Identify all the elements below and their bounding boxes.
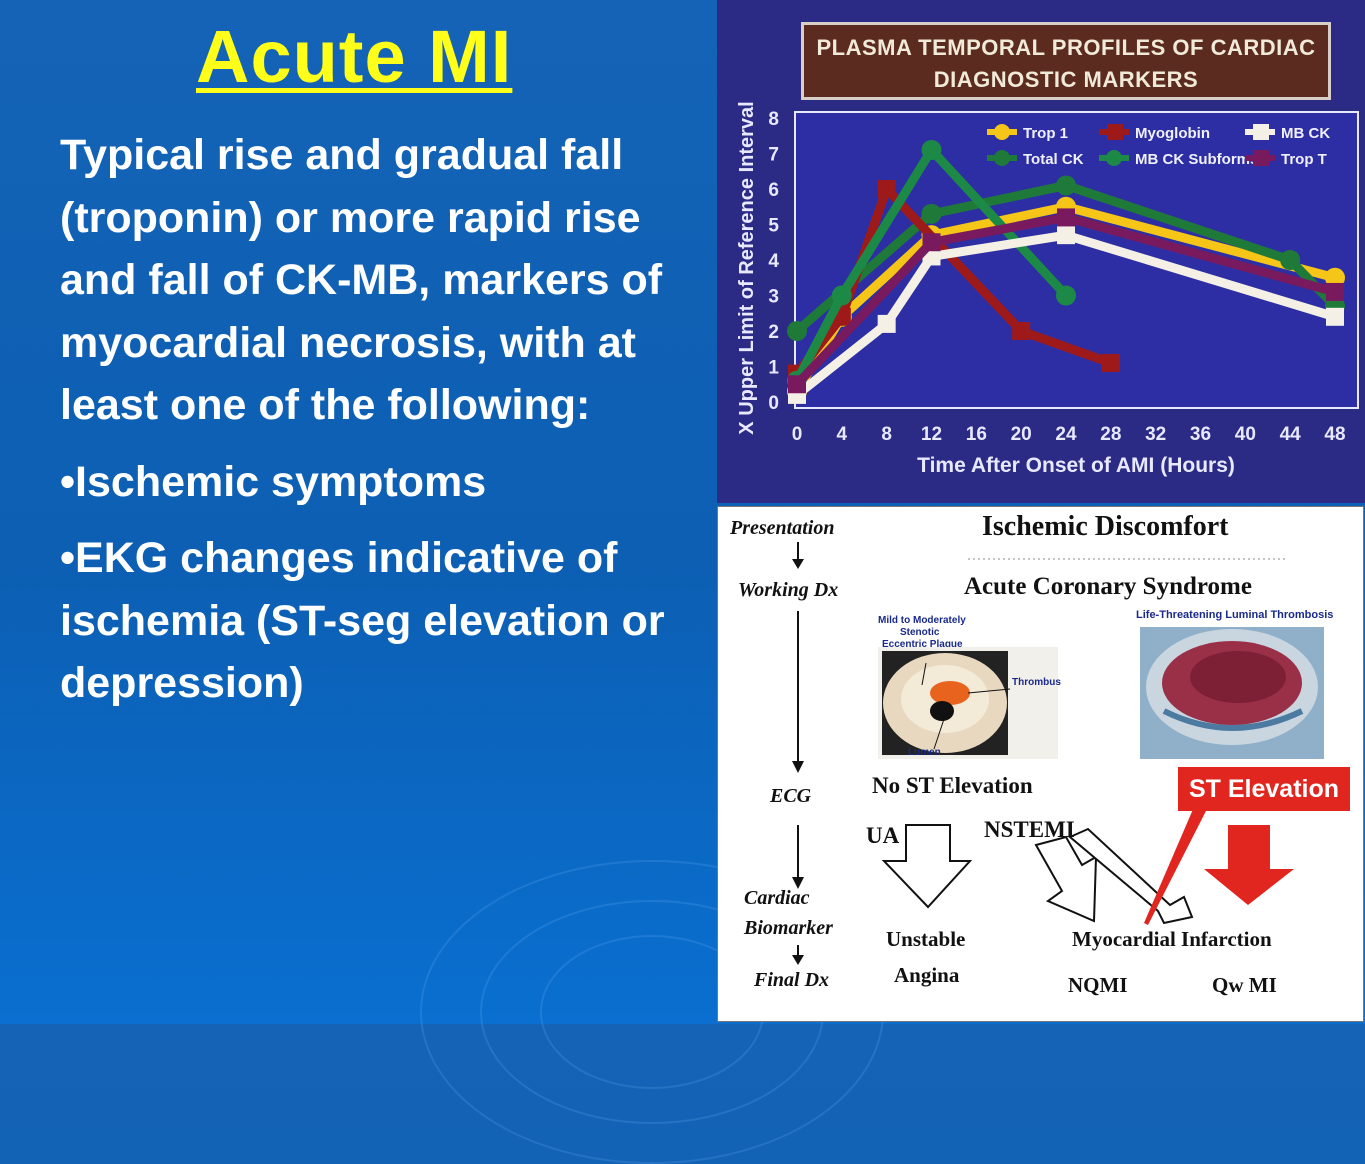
- legend-marker: [1253, 124, 1269, 140]
- slide-body: Typical rise and gradual fall (troponin)…: [60, 124, 700, 715]
- stage-ecg: ECG: [770, 785, 812, 807]
- stage-final-dx: Final Dx: [754, 969, 830, 991]
- data-point: [831, 285, 852, 306]
- thrombus-label: Thrombus: [1012, 677, 1061, 688]
- legend-entry: MB CK: [1281, 125, 1330, 142]
- x-tick-label: 48: [1324, 424, 1345, 445]
- no-st-elevation-label: No ST Elevation: [872, 773, 1033, 798]
- y-tick-label: 5: [768, 216, 779, 237]
- stage-presentation: Presentation: [730, 517, 835, 539]
- diagram-arrows: [792, 542, 1294, 965]
- stage-cardiac: Cardiac: [744, 887, 810, 909]
- data-point: [787, 321, 807, 341]
- x-tick-label: 40: [1235, 424, 1256, 445]
- data-point: [1057, 226, 1075, 245]
- body-paragraph: Typical rise and gradual fall (troponin)…: [60, 131, 663, 429]
- unstable-label: Unstable: [886, 927, 966, 951]
- plaque-caption-line-1: Mild to Moderately: [878, 615, 966, 626]
- data-point: [1056, 175, 1076, 196]
- legend-marker: [994, 124, 1010, 140]
- legend-marker: [1253, 150, 1269, 166]
- data-point: [921, 203, 942, 224]
- mi-label: Myocardial Infarction: [1072, 927, 1272, 951]
- y-tick-label: 4: [768, 251, 779, 272]
- legend-entry: Total CK: [1023, 151, 1084, 168]
- y-tick-label: 2: [768, 322, 779, 343]
- data-point: [921, 139, 942, 160]
- legend-entry: Trop 1: [1023, 125, 1068, 142]
- slide-title: Acute MI: [196, 15, 513, 98]
- st-elevation-badge: ST Elevation: [1178, 767, 1350, 811]
- bullet-ekg-changes: •EKG changes indicative of ischemia (ST-…: [60, 534, 665, 707]
- x-tick-label: 0: [792, 424, 803, 445]
- plaque-photo: [878, 647, 1058, 759]
- thrombosis-photo: [1140, 627, 1324, 759]
- x-tick-label: 16: [966, 424, 987, 445]
- acs-diagram: Presentation Working Dx ECG Cardiac Biom…: [717, 506, 1364, 1022]
- y-tick-label: 8: [768, 109, 779, 130]
- y-axis-label: X Upper Limit of Reference Interval: [736, 101, 758, 434]
- data-point: [1056, 285, 1076, 306]
- x-tick-label: 44: [1280, 424, 1302, 445]
- y-tick-label: 1: [768, 358, 779, 379]
- x-tick-label: 4: [837, 424, 848, 445]
- data-point: [1326, 282, 1344, 301]
- data-point: [922, 233, 941, 252]
- angina-label: Angina: [894, 963, 960, 987]
- x-tick-label: 8: [881, 424, 892, 445]
- lumen-label: Lumen: [908, 747, 941, 758]
- data-point: [1326, 307, 1344, 326]
- legend-entry: MB CK Subforms: [1135, 151, 1258, 168]
- data-point: [877, 180, 896, 198]
- marker-chart-panel: PLASMA TEMPORAL PROFILES OF CARDIAC DIAG…: [717, 0, 1365, 503]
- nstemi-label: NSTEMI: [984, 817, 1075, 842]
- legend-entry: Myoglobin: [1135, 125, 1210, 142]
- series-line: [792, 212, 1340, 389]
- thrombosis-caption: Life-Threatening Luminal Thrombosis: [1136, 609, 1334, 621]
- data-point: [1101, 353, 1120, 372]
- x-tick-label: 32: [1145, 424, 1166, 445]
- x-tick-label: 36: [1190, 424, 1211, 445]
- plaque-caption-line-3: Eccentric Plaque: [882, 639, 963, 650]
- data-point: [1012, 322, 1031, 340]
- x-axis-label: Time After Onset of AMI (Hours): [917, 454, 1235, 477]
- heading-acs: Acute Coronary Syndrome: [964, 573, 1252, 600]
- data-point: [788, 375, 806, 394]
- bullet-ischemic-symptoms: •Ischemic symptoms: [60, 457, 487, 506]
- chart-title: PLASMA TEMPORAL PROFILES OF CARDIAC DIAG…: [801, 22, 1331, 100]
- plaque-caption-line-2: Stenotic: [900, 627, 940, 638]
- series-line: [792, 145, 1071, 386]
- nqmi-label: NQMI: [1068, 973, 1128, 997]
- stage-biomarker: Biomarker: [744, 917, 833, 939]
- ua-label: UA: [866, 823, 900, 848]
- x-tick-label: 24: [1055, 424, 1077, 445]
- legend-entry: Trop T: [1281, 151, 1327, 168]
- data-point: [1280, 250, 1301, 270]
- data-point: [1325, 267, 1345, 288]
- data-point: [1057, 208, 1075, 227]
- y-tick-label: 6: [768, 180, 779, 201]
- legend-marker: [994, 150, 1010, 166]
- heading-ischemic-discomfort: Ischemic Discomfort: [982, 511, 1229, 542]
- y-tick-label: 7: [768, 145, 779, 166]
- legend-marker: [1106, 150, 1122, 166]
- stage-working-dx: Working Dx: [738, 579, 839, 601]
- x-tick-label: 12: [921, 424, 942, 445]
- legend-marker: [1107, 124, 1123, 140]
- y-tick-label: 3: [768, 287, 779, 308]
- x-tick-label: 28: [1100, 424, 1121, 445]
- qwmi-label: Qw MI: [1212, 973, 1277, 997]
- data-point: [877, 314, 896, 333]
- y-tick-label: 0: [768, 393, 779, 414]
- x-tick-label: 20: [1011, 424, 1032, 445]
